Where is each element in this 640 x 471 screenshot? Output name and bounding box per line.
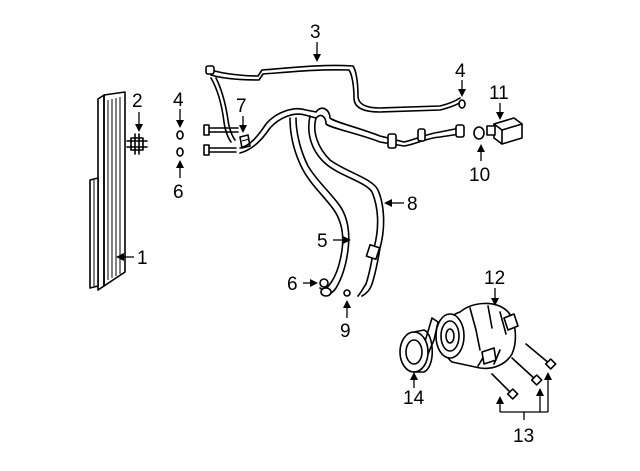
callout-6-lower: 6 <box>287 274 298 295</box>
mounting-bolts <box>491 343 557 400</box>
liquid-line <box>205 64 462 143</box>
line-stubs <box>203 124 239 156</box>
callout-7: 7 <box>236 96 247 117</box>
callout-9: 9 <box>340 321 351 342</box>
callout-13: 13 <box>513 426 534 447</box>
callout-labels: 1 2 3 4 4 5 6 6 7 8 9 10 11 12 13 14 <box>132 22 534 447</box>
compressor <box>421 302 519 370</box>
o-ring-4-right <box>458 99 466 109</box>
callout-3: 3 <box>310 22 321 43</box>
o-ring-10 <box>473 126 485 140</box>
callout-8: 8 <box>407 194 418 215</box>
callout-4-left: 4 <box>173 90 184 111</box>
o-ring-9 <box>343 289 351 297</box>
discharge-line <box>289 117 350 297</box>
callout-6-left: 6 <box>173 182 184 203</box>
bolt-1 <box>491 373 513 395</box>
pressure-switch <box>486 117 523 145</box>
callout-10: 10 <box>469 165 490 186</box>
o-ring-4-left <box>176 130 184 140</box>
callout-1: 1 <box>137 248 148 269</box>
callout-4-right: 4 <box>455 61 466 82</box>
leader-lines <box>116 42 552 420</box>
suction-line <box>239 107 465 297</box>
callout-14: 14 <box>403 388 425 409</box>
o-rings <box>176 99 485 297</box>
clutch-coil <box>399 329 434 373</box>
o-ring-6-left <box>176 147 184 157</box>
condenser-fitting <box>126 133 148 155</box>
callout-5: 5 <box>317 231 328 252</box>
condenser <box>89 91 126 291</box>
callout-11: 11 <box>489 83 509 104</box>
o-ring-6-lower <box>319 278 329 288</box>
bolt-3 <box>525 343 551 365</box>
bolt-2 <box>511 357 537 381</box>
callout-12: 12 <box>484 268 505 289</box>
callout-2: 2 <box>132 91 143 112</box>
